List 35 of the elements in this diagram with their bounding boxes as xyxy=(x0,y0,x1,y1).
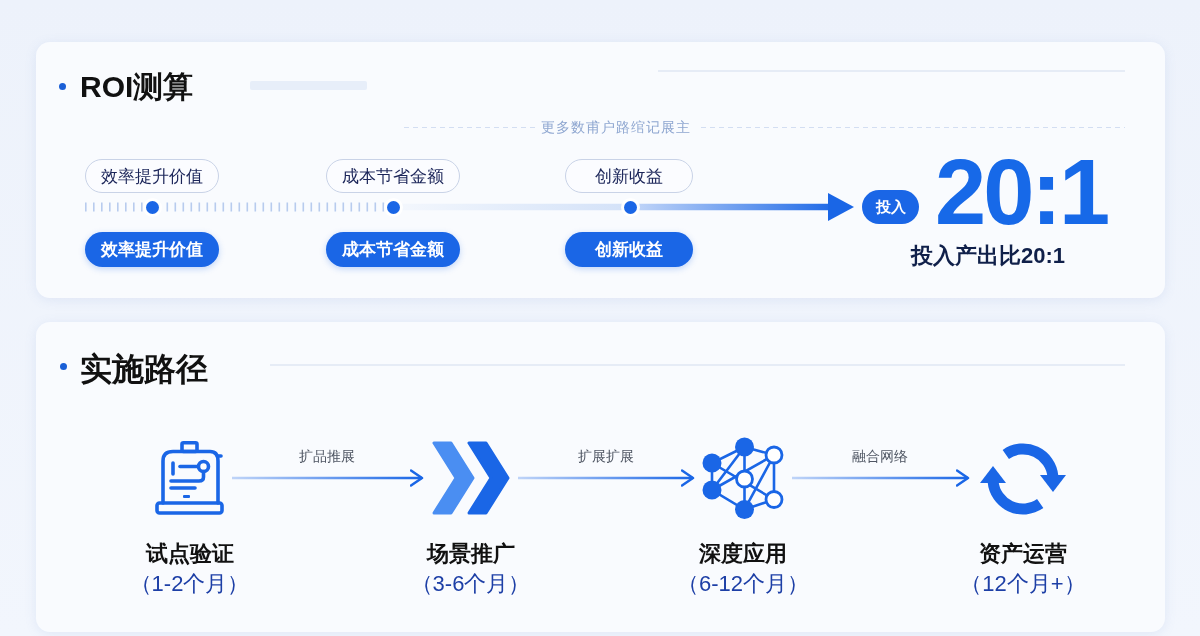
arrow xyxy=(792,469,970,487)
arrow xyxy=(518,469,695,487)
edge-label: 扩展扩展 xyxy=(577,447,634,465)
timeline-line xyxy=(400,203,624,211)
network-icon xyxy=(702,437,784,519)
section-heading: 实施路径 xyxy=(80,350,208,388)
edge-label: 融合网络 xyxy=(852,447,908,465)
outline-pill: 创新收益 xyxy=(565,159,693,193)
duration-text: （12个月+） xyxy=(960,572,1086,596)
timeline-dot xyxy=(623,200,637,214)
stage-title: 场景推广 xyxy=(426,542,515,566)
stage-title: 资产运营 xyxy=(979,542,1067,566)
filled-pill: 效率提升价值 xyxy=(85,232,219,267)
duration-text: （3-6个月） xyxy=(410,572,531,596)
ratio-caption: 投入产出比20:1 xyxy=(911,244,1065,268)
filled-pill: 成本节省金额 xyxy=(326,232,460,267)
timeline-dot xyxy=(387,200,400,214)
section-card xyxy=(36,42,1165,298)
section-card xyxy=(36,322,1165,632)
ratio-number: 20:1 xyxy=(935,146,1108,238)
timeline-dot xyxy=(145,200,159,214)
kiosk-icon xyxy=(155,441,224,515)
double-chevron-icon xyxy=(431,441,510,515)
section-heading: ROI测算 xyxy=(80,69,194,105)
stage-title: 深度应用 xyxy=(699,542,787,566)
duration-text: （1-2个月） xyxy=(129,572,250,596)
outline-pill: 效率提升价值 xyxy=(85,159,219,193)
outline-pill: 成本节省金额 xyxy=(326,159,460,193)
input-pill: 投入 xyxy=(862,190,919,224)
filled-pill: 创新收益 xyxy=(565,232,693,267)
arrow xyxy=(232,469,424,487)
refresh-icon xyxy=(977,440,1069,516)
duration-text: （6-12个月） xyxy=(677,572,809,596)
edge-label: 扩品推展 xyxy=(299,447,355,465)
stage-title: 试点验证 xyxy=(145,542,234,566)
